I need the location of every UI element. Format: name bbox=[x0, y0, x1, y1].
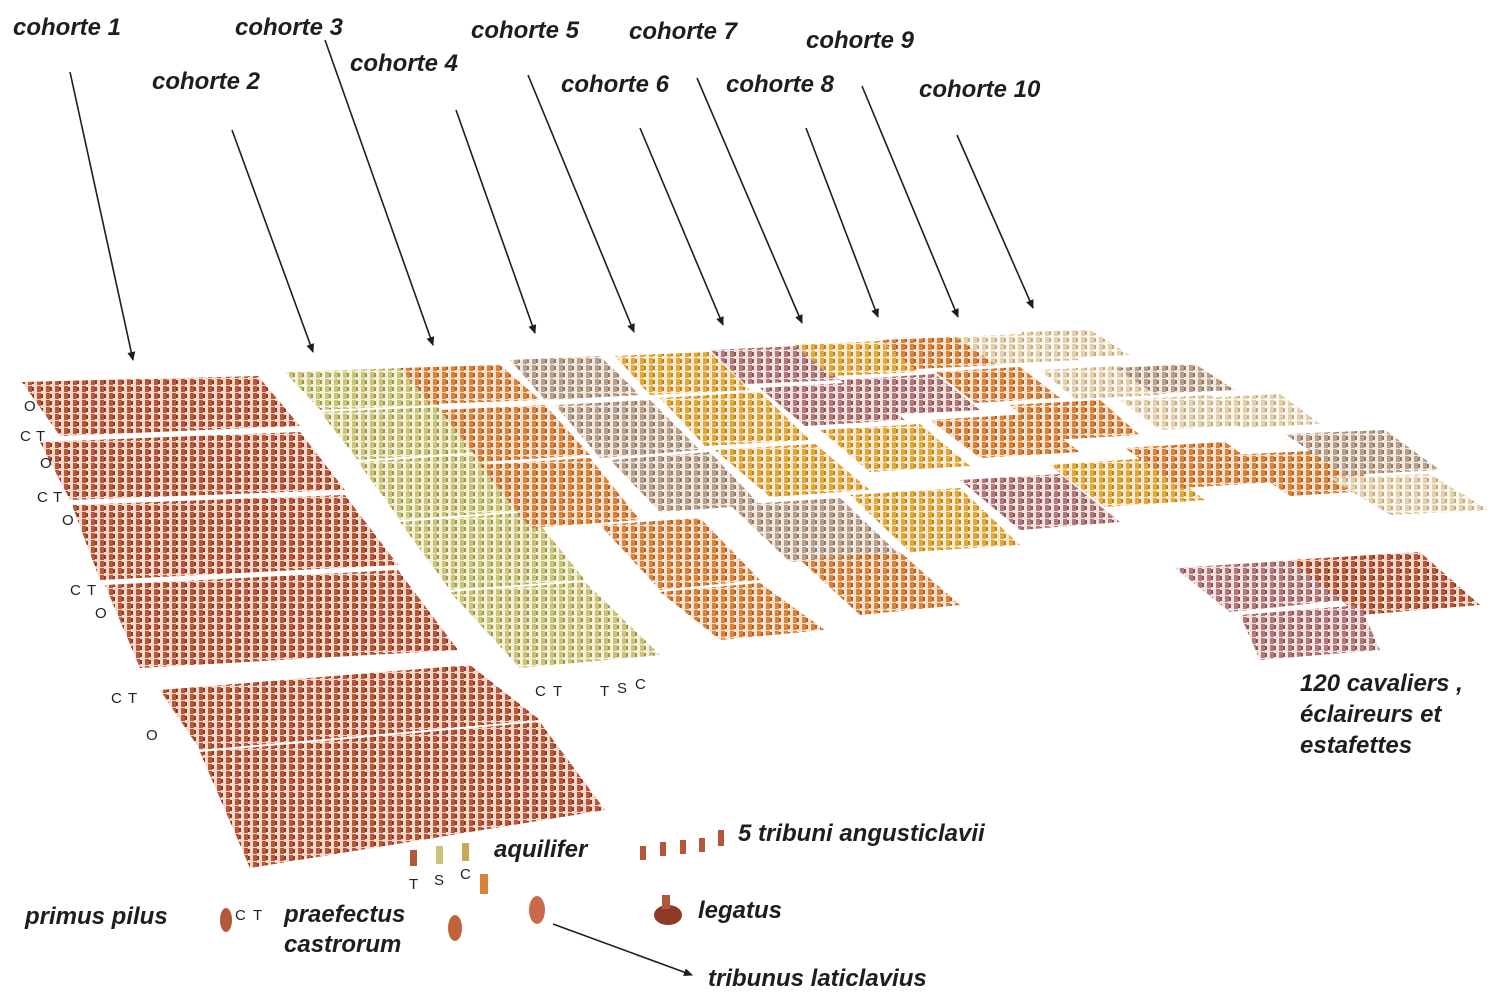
cavalry-formation bbox=[1175, 552, 1480, 660]
cohort-7-arrow bbox=[696, 77, 803, 324]
marker-o-1: O bbox=[24, 398, 36, 415]
marker-o-4: O bbox=[95, 605, 107, 622]
marker-c-1: C bbox=[20, 428, 31, 445]
marker-t-standard: T bbox=[409, 876, 419, 893]
marker-s-standard: S bbox=[434, 872, 445, 889]
tribuni-angusticlavii-label: 5 tribuni angusticlavii bbox=[738, 820, 985, 847]
marker-t-3: T bbox=[87, 582, 97, 599]
cohort-10-arrow bbox=[956, 134, 1034, 309]
cohort-9-label: cohorte 9 bbox=[806, 27, 915, 54]
marker-t-primus: T bbox=[253, 907, 263, 924]
marker-c-standard: C bbox=[460, 866, 471, 883]
cohort-3-label: cohorte 3 bbox=[235, 14, 344, 41]
cohort-3-arrow bbox=[324, 39, 435, 346]
cohort-8-label: cohorte 8 bbox=[726, 71, 835, 98]
legatus-figure bbox=[654, 895, 682, 925]
cohort-8-arrow bbox=[805, 127, 879, 318]
cohort-10-formation bbox=[1020, 330, 1488, 515]
cohort-5-arrow bbox=[527, 74, 635, 333]
marker-c-2: C bbox=[37, 489, 48, 506]
cavalry-label-line-2: éclaireurs et bbox=[1300, 701, 1442, 728]
cohort-3-formation bbox=[400, 365, 825, 640]
cohort-5-label: cohorte 5 bbox=[471, 17, 580, 44]
cohort-arrows bbox=[69, 39, 1034, 976]
cohort-6-arrow bbox=[639, 127, 724, 326]
aquilifer-figure bbox=[480, 874, 488, 894]
cohort-1-formation bbox=[22, 376, 605, 868]
cohort-4-arrow bbox=[455, 109, 537, 334]
legatus-label: legatus bbox=[698, 897, 783, 924]
cohort-5-formation bbox=[615, 352, 1020, 615]
tribuni-angusticlavii-figures bbox=[640, 830, 724, 860]
cavalry-label: 120 cavaliers , éclaireurs et estafettes bbox=[1300, 668, 1463, 761]
primus-pilus-label: primus pilus bbox=[25, 903, 168, 930]
marker-c-4: C bbox=[111, 690, 122, 707]
officer-figures bbox=[220, 830, 724, 941]
cohort-4-label: cohorte 4 bbox=[350, 50, 459, 77]
marker-t-2: T bbox=[53, 489, 63, 506]
marker-o-2: O bbox=[40, 455, 52, 472]
primus-pilus-figure bbox=[220, 908, 232, 932]
aquilifer-label: aquilifer bbox=[494, 836, 588, 863]
marker-o-5: O bbox=[146, 727, 158, 744]
marker-t-5: T bbox=[553, 683, 563, 700]
marker-s-6: S bbox=[617, 680, 628, 697]
standard-bearer-s-figure bbox=[436, 846, 443, 864]
marker-c-primus: C bbox=[235, 907, 246, 924]
cavalry-label-line-3: estafettes bbox=[1300, 732, 1413, 759]
marker-c-6: C bbox=[635, 676, 646, 693]
tribunus-laticlavius-label: tribunus laticlavius bbox=[708, 965, 927, 992]
standard-bearer-c-figure bbox=[462, 843, 469, 861]
cohort-4-formation bbox=[510, 356, 900, 562]
marker-t-6: T bbox=[600, 683, 610, 700]
marker-c-5: C bbox=[535, 683, 546, 700]
cohort-1-arrow bbox=[69, 71, 136, 361]
cohort-10-label: cohorte 10 bbox=[919, 76, 1041, 103]
cohort-1-label: cohorte 1 bbox=[13, 14, 122, 41]
marker-o-3: O bbox=[62, 512, 74, 529]
cohort-6-label: cohorte 6 bbox=[561, 71, 670, 98]
cohort-2-arrow bbox=[231, 129, 315, 353]
marker-t-1: T bbox=[36, 428, 46, 445]
marker-t-4: T bbox=[128, 690, 138, 707]
cohort-2-label: cohorte 2 bbox=[152, 68, 261, 95]
cohort-9-arrow bbox=[861, 85, 959, 318]
praefectus-label-line-1: praefectus bbox=[284, 901, 406, 928]
cohort-7-label: cohorte 7 bbox=[629, 18, 738, 45]
tribunus-arrow bbox=[552, 923, 693, 976]
standard-bearer-t-figure bbox=[410, 850, 417, 866]
praefectus-label-line-2: castrorum bbox=[284, 931, 402, 958]
tribunus-laticlavius-figure bbox=[529, 896, 545, 924]
marker-c-3: C bbox=[70, 582, 81, 599]
cavalry-label-line-1: 120 cavaliers , bbox=[1300, 670, 1463, 697]
praefectus-figure bbox=[448, 915, 462, 941]
